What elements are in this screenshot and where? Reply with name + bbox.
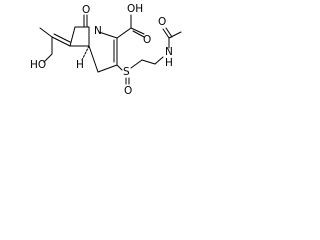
sulfoxide-oxygen-label: O [124, 85, 132, 96]
ring-nitrogen-label: N [94, 25, 102, 37]
bond [98, 31, 118, 39]
sulfur-label: S [123, 66, 130, 78]
hydroxyl-label: HO [30, 59, 46, 71]
atom-labels: O N OH O S O HO N H O H [30, 3, 173, 96]
bond [162, 28, 170, 39]
bond [51, 36, 71, 47]
bond [53, 33, 71, 43]
bond [97, 64, 118, 73]
bond [168, 31, 182, 39]
stereo-bond [81, 45, 90, 61]
bond [39, 27, 53, 38]
bond [154, 56, 164, 65]
amide-nitrogen-label: N [165, 46, 173, 58]
carboxyl-oxygen-label: O [143, 34, 151, 46]
amide-hydrogen-label: H [165, 57, 173, 69]
carboxyl-oh-label: OH [127, 3, 143, 15]
bonds [39, 14, 182, 85]
bond [88, 45, 99, 73]
bond [116, 27, 132, 39]
bond [69, 26, 76, 47]
bond [43, 53, 53, 63]
bond [130, 27, 145, 35]
lactam-oxygen-label: O [82, 4, 90, 16]
molecule-diagram: O N OH O S O HO N H O H [30, 3, 182, 96]
bond [165, 27, 173, 38]
bond [141, 59, 156, 65]
amide-oxygen-label: O [158, 16, 166, 28]
bond [130, 59, 143, 69]
bond [132, 30, 145, 38]
stereo-hydrogen-label: H [76, 59, 84, 71]
bond [116, 64, 123, 71]
